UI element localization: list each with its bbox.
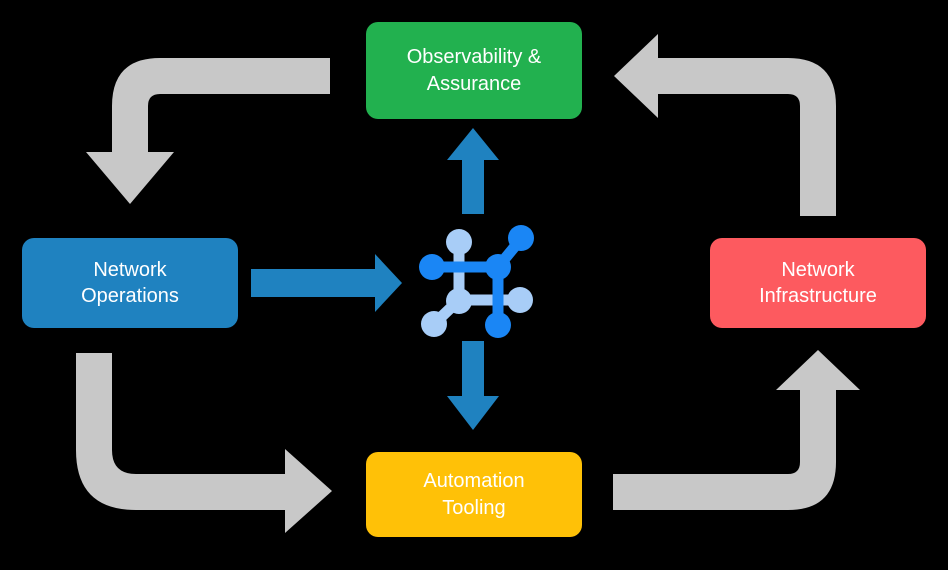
node-label-automation-tooling: Automation Tooling [423,470,525,519]
arrow-operations-to-center [251,254,402,312]
arrow-automation-to-infrastructure [613,350,860,510]
node-observability-assurance[interactable]: Observability & Assurance [366,22,582,119]
node-label-network-infrastructure: Network Infrastructure [759,258,877,307]
node-network-operations[interactable]: Network Operations [22,238,238,328]
node-label-observability: Observability & Assurance [406,46,542,95]
arrow-center-to-observability [447,128,499,214]
node-automation-tooling[interactable]: Automation Tooling [366,452,582,537]
node-label-network-operations: Network Operations [81,258,179,307]
arrow-operations-to-automation [76,353,332,533]
node-network-infrastructure[interactable]: Network Infrastructure [710,238,926,328]
arrow-center-to-automation [447,341,499,430]
arrow-infrastructure-to-observability [614,34,836,216]
arrow-observability-to-operations [86,58,330,204]
network-topology-icon [419,225,534,338]
